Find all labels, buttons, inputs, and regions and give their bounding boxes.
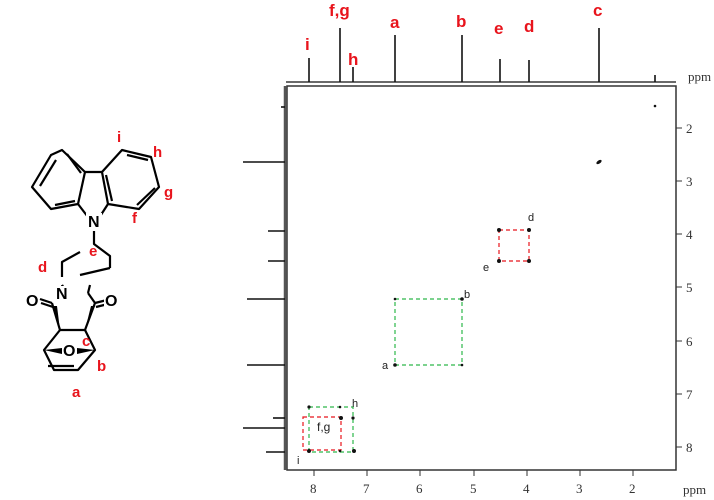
- svg-text:8: 8: [310, 481, 317, 496]
- svg-text:7: 7: [363, 481, 370, 496]
- top-projection-spectrum: [286, 28, 676, 83]
- cosy-peaks: [307, 104, 657, 453]
- peak-label-a: a: [390, 13, 400, 32]
- cosy-label-fg: f,g: [317, 420, 330, 434]
- peak-label-e: e: [494, 19, 503, 38]
- peak-label-d: d: [524, 17, 534, 36]
- stereo-wedges: [44, 306, 95, 354]
- structure-label-a: a: [72, 384, 81, 401]
- peak-label-fg: f,g: [329, 1, 350, 20]
- nitrogen-imide: N: [56, 286, 68, 303]
- box-a-b: [394, 298, 463, 366]
- structure-label-e: e: [89, 243, 97, 260]
- right-y-axis-ticks: [676, 127, 682, 448]
- svg-text:3: 3: [576, 481, 583, 496]
- structure-label-h: h: [153, 144, 162, 161]
- structure-label-c: c: [82, 333, 90, 350]
- svg-text:5: 5: [470, 481, 477, 496]
- cross-peak-labels: d e b a f,g h i: [297, 212, 534, 467]
- left-projection-spectrum: [243, 86, 287, 470]
- cross-peak-boxes: [302, 229, 530, 453]
- plot-frame: [286, 85, 677, 471]
- svg-text:6: 6: [686, 334, 693, 349]
- svg-text:5: 5: [686, 280, 693, 295]
- structure-label-g: g: [164, 184, 173, 201]
- svg-text:2: 2: [629, 481, 636, 496]
- bottom-x-axis-ticks: [313, 470, 634, 476]
- atom-labels: N N O O O: [25, 213, 118, 360]
- top-peak-labels: i f,g h a b e d c: [305, 1, 602, 69]
- peak-label-i: i: [305, 35, 310, 54]
- structure-proton-labels: i h g f e d c b a: [38, 129, 173, 401]
- cosy-label-a: a: [382, 360, 389, 372]
- box-i-h: [308, 406, 354, 453]
- bottom-x-axis-labels: 8 7 6 5 4 3 2: [310, 481, 636, 496]
- top-axis-unit: ppm: [688, 69, 711, 84]
- oxygen-bridge: O: [63, 343, 75, 360]
- svg-text:6: 6: [416, 481, 423, 496]
- cosy-label-i: i: [297, 455, 299, 467]
- svg-text:3: 3: [686, 174, 693, 189]
- left-benzene-ring: [30, 148, 87, 211]
- peak-label-c: c: [593, 1, 602, 20]
- structure-label-i: i: [117, 129, 121, 146]
- right-benzene-ring: [100, 148, 161, 211]
- y-axis-unit: ppm: [683, 482, 706, 497]
- cosy-label-d: d: [528, 212, 534, 224]
- svg-text:7: 7: [686, 387, 693, 402]
- svg-text:8: 8: [686, 440, 693, 455]
- svg-text:2: 2: [686, 121, 693, 136]
- chemical-structure: [30, 148, 161, 372]
- cosy-label-e: e: [483, 262, 489, 274]
- oxygen-left: O: [26, 293, 38, 310]
- svg-text:4: 4: [523, 481, 530, 496]
- structure-label-f: f: [132, 210, 138, 227]
- svg-text:4: 4: [686, 227, 693, 242]
- box-d-e: [498, 229, 530, 262]
- oxygen-right: O: [105, 293, 117, 310]
- right-y-axis-labels: 2 3 4 5 6 7 8: [686, 121, 693, 455]
- structure-label-b: b: [97, 358, 106, 375]
- peak-label-h: h: [348, 50, 358, 69]
- peak-label-b: b: [456, 12, 466, 31]
- cosy-label-b: b: [464, 289, 470, 301]
- nitrogen-carbazole: N: [88, 214, 100, 231]
- structure-label-d: d: [38, 259, 47, 276]
- cosy-label-h: h: [352, 398, 358, 410]
